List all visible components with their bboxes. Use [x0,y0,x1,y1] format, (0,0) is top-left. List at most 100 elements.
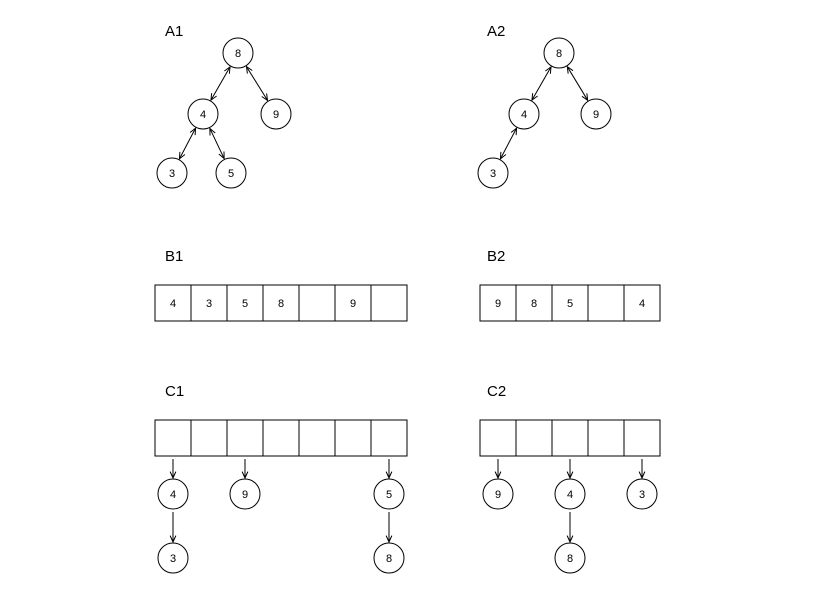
pointer-arrow [638,459,646,480]
arrowhead-icon [169,535,177,544]
tree-node: 3 [477,157,509,189]
array-cell: 5 [226,284,264,322]
arrowhead-icon [638,471,646,480]
arrowhead-icon [581,93,589,102]
node-circle [477,157,509,189]
tree-edge [209,127,225,160]
node-value: 8 [556,48,562,60]
section-label-C1: C1 [165,383,184,400]
node-value: 5 [228,168,234,180]
node-circle [626,478,658,510]
array-cell [587,284,625,322]
cell-value: 4 [170,298,176,310]
arrowhead-icon [385,535,393,544]
arrowhead-icon [531,93,538,102]
list-node: 8 [554,542,586,574]
node-value: 3 [169,168,175,180]
array-cell: 8 [262,284,300,322]
pointer-arrow [169,512,177,544]
node-value: 9 [593,109,599,121]
arrowhead-icon [209,127,216,136]
node-value: 4 [200,109,206,121]
node-circle [156,157,188,189]
array-cell: 4 [154,284,192,322]
node-circle [229,478,261,510]
arrowhead-icon [385,471,393,480]
array-cell [262,419,300,457]
arrowhead-icon [210,93,217,102]
arrowhead-icon [566,535,574,544]
node-circle [215,157,247,189]
array-cell [479,419,517,457]
list-node: 9 [229,478,261,510]
node-value: 3 [490,168,496,180]
tree-edge [178,127,197,160]
arrowhead-icon [566,65,574,74]
list-node: 4 [157,478,189,510]
array-cell [551,419,589,457]
array-cell: 5 [551,284,589,322]
node-value: 9 [242,489,248,501]
chain-C1-cell2: 9 [229,459,261,510]
cell-value: 5 [242,298,248,310]
node-value: 8 [235,48,241,60]
chain-C1-cell0: 43 [157,459,189,574]
cell-value: 3 [206,298,212,310]
section-label-A2: A2 [487,23,505,40]
array-cell [154,419,192,457]
cell-value: 9 [350,298,356,310]
tree-node: 4 [508,98,540,130]
section-label-A1: A1 [165,23,183,40]
array-cell [190,419,228,457]
arrowhead-icon [261,93,269,102]
section-label-C2: C2 [487,383,506,400]
node-circle [554,542,586,574]
tree-node: 4 [187,98,219,130]
tree-edge [566,65,589,102]
chain-C1-cell6: 58 [373,459,405,574]
tree-A2: 8 4 9 3 [477,37,612,189]
node-circle [157,542,189,574]
arrowhead-icon [566,471,574,480]
array-C2 [479,419,661,457]
tree-node: 9 [580,98,612,130]
array-cell: 3 [190,284,228,322]
array-cell: 9 [479,284,517,322]
node-circle [222,37,254,69]
node-value: 8 [386,553,392,565]
cell-value: 5 [567,298,573,310]
pointer-arrow [494,459,502,480]
array-cell [587,419,625,457]
array-cell [370,284,408,322]
node-circle [543,37,575,69]
arrowhead-icon [189,127,197,136]
node-value: 9 [495,489,501,501]
array-cell: 4 [623,284,661,322]
tree-node: 5 [215,157,247,189]
pointer-arrow [566,512,574,544]
node-circle [554,478,586,510]
list-node: 4 [554,478,586,510]
arrowhead-icon [224,65,231,74]
node-circle [187,98,219,130]
node-circle [373,478,405,510]
list-node: 3 [626,478,658,510]
arrowhead-icon [499,151,507,160]
tree-edge [499,127,518,160]
node-value: 5 [386,489,392,501]
arrowhead-icon [510,127,518,136]
arrowhead-icon [245,65,253,74]
chain-C2-cell2: 48 [554,459,586,574]
array-cell [226,419,264,457]
list-node: 8 [373,542,405,574]
node-circle [508,98,540,130]
arrowhead-icon [241,471,249,480]
node-circle [373,542,405,574]
tree-node: 8 [543,37,575,69]
array-C1 [154,419,408,457]
array-B1: 4 3 5 8 9 [154,284,408,322]
pointer-arrow [566,459,574,480]
node-circle [580,98,612,130]
list-node: 9 [482,478,514,510]
tree-edge [245,65,269,102]
